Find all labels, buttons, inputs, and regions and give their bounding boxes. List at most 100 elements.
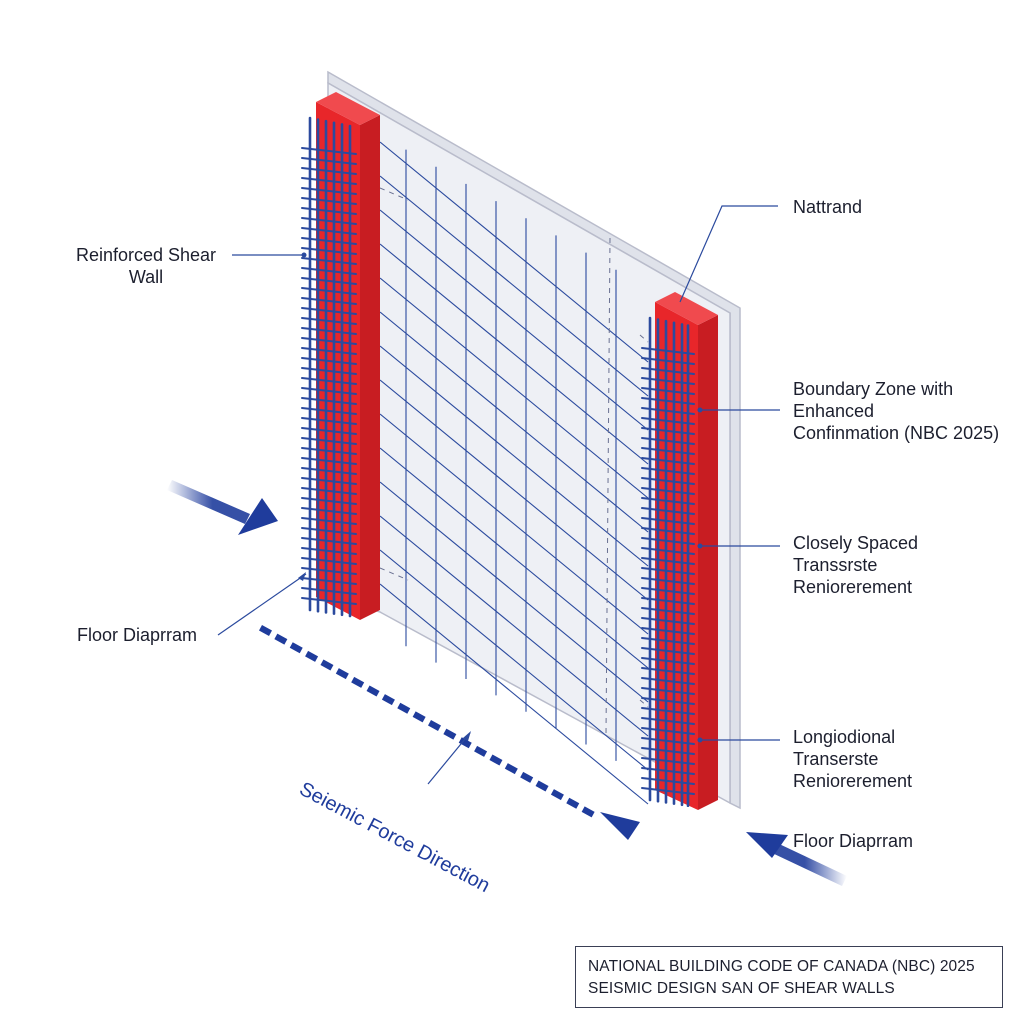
- transverse-tie: [301, 357, 357, 365]
- transverse-tie: [301, 217, 357, 225]
- transverse-tie: [301, 567, 357, 575]
- mesh-horizontal-bar: [379, 481, 649, 703]
- transverse-tie: [641, 427, 695, 435]
- transverse-tie: [641, 677, 695, 685]
- transverse-tie: [301, 397, 357, 405]
- seismic-band-dash: [397, 702, 411, 714]
- web-reinforcement-mesh: [379, 141, 649, 805]
- seismic-band-dash: [259, 625, 272, 636]
- seismic-band-dash: [489, 754, 503, 766]
- transverse-tie: [301, 497, 357, 505]
- right-rebar-cage: [641, 316, 695, 808]
- transverse-tie: [641, 547, 695, 555]
- transverse-tie: [641, 447, 695, 455]
- seismic-arrowhead: [600, 812, 640, 840]
- transverse-tie: [301, 207, 357, 215]
- transverse-tie: [641, 437, 695, 445]
- transverse-tie: [641, 537, 695, 545]
- seismic-band-dash: [443, 728, 457, 740]
- transverse-tie: [301, 147, 357, 155]
- transverse-tie: [641, 647, 695, 655]
- title-line-1: NATIONAL BUILDING CODE OF CANADA (NBC) 2…: [588, 958, 975, 975]
- transverse-tie: [301, 377, 357, 385]
- mesh-horizontal-bar: [379, 277, 649, 499]
- seismic-band-dash: [520, 771, 534, 783]
- transverse-tie: [641, 637, 695, 645]
- transverse-tie: [301, 487, 357, 495]
- transverse-tie: [301, 287, 357, 295]
- transverse-tie: [301, 387, 357, 395]
- seismic-band-dash: [412, 711, 426, 723]
- transverse-tie: [301, 477, 357, 485]
- transverse-tie: [301, 197, 357, 205]
- seismic-band-dash: [366, 685, 380, 697]
- transverse-tie: [641, 367, 695, 375]
- transverse-tie: [641, 777, 695, 785]
- transverse-tie: [301, 237, 357, 245]
- mesh-horizontal-bar: [379, 549, 649, 771]
- label-longitudinal-reinforcement: Longiodional Transerste Reniorerement: [793, 727, 913, 791]
- seismic-band-dash: [428, 720, 441, 731]
- seismic-band-dash: [381, 694, 395, 706]
- title-line-2: SEISMIC DESIGN SAN OF SHEAR WALLS: [588, 980, 895, 997]
- mesh-horizontal-bar: [379, 311, 649, 533]
- label-closely-spaced-transverse: Closely Spaced Transsrste Reniorerement: [793, 533, 919, 597]
- transverse-tie: [641, 387, 695, 395]
- transverse-tie: [301, 247, 357, 255]
- seismic-band-dash: [320, 659, 334, 671]
- transverse-tie: [301, 307, 357, 315]
- transverse-tie: [301, 507, 357, 515]
- right-boundary-element: [641, 292, 718, 810]
- seismic-band-dash: [581, 806, 595, 818]
- transverse-tie: [301, 177, 357, 185]
- label-floor-diaphragm-right: Floor Diaprram: [793, 831, 914, 851]
- transverse-tie: [641, 357, 695, 365]
- transverse-tie: [301, 427, 357, 435]
- left-column-top: [316, 92, 380, 125]
- transverse-tie: [301, 277, 357, 285]
- transverse-tie: [641, 627, 695, 635]
- left-rebar-cage: [301, 116, 357, 618]
- mesh-horizontal-bar: [379, 141, 649, 363]
- label-floor-diaphragm-left: Floor Diaprram: [77, 625, 198, 645]
- transverse-tie: [641, 617, 695, 625]
- label-boundary-zone: Boundary Zone with Enhanced Confinmation…: [793, 379, 1000, 443]
- transverse-tie: [641, 597, 695, 605]
- transverse-tie: [301, 417, 357, 425]
- transverse-tie: [301, 337, 357, 345]
- seismic-band-dash: [289, 642, 303, 654]
- seismic-band-dash: [274, 633, 288, 645]
- transverse-tie: [641, 557, 695, 565]
- transverse-tie: [641, 417, 695, 425]
- title-block: NATIONAL BUILDING CODE OF CANADA (NBC) 2…: [575, 946, 1003, 1008]
- transverse-tie: [641, 567, 695, 575]
- transverse-tie: [641, 507, 695, 515]
- mesh-horizontal-bar: [379, 413, 649, 635]
- transverse-tie: [301, 407, 357, 415]
- seismic-force-band: [259, 625, 595, 818]
- seismic-band-dash: [305, 650, 319, 662]
- transverse-tie: [641, 397, 695, 405]
- shear-wall-panel: [327, 70, 741, 810]
- transverse-tie: [641, 787, 695, 795]
- transverse-tie: [301, 587, 357, 595]
- transverse-tie: [301, 437, 357, 445]
- label-reinforced-shear-wall: Reinforced Shear Wall: [75, 245, 217, 287]
- transverse-tie: [301, 447, 357, 455]
- mesh-horizontal-bar: [379, 345, 649, 567]
- transverse-tie: [641, 497, 695, 505]
- transverse-tie: [301, 577, 357, 585]
- mesh-horizontal-bar: [379, 515, 649, 737]
- right-column-top: [655, 292, 718, 325]
- seismic-band-dash: [535, 780, 549, 792]
- transverse-tie: [641, 527, 695, 535]
- leader-dots: [298, 252, 703, 743]
- transverse-tie: [641, 697, 695, 705]
- right-column-side: [698, 315, 718, 810]
- transverse-tie: [641, 487, 695, 495]
- transverse-tie: [641, 407, 695, 415]
- label-natural-strand: Nattrand: [793, 197, 863, 217]
- left-force-arrow: [167, 480, 278, 535]
